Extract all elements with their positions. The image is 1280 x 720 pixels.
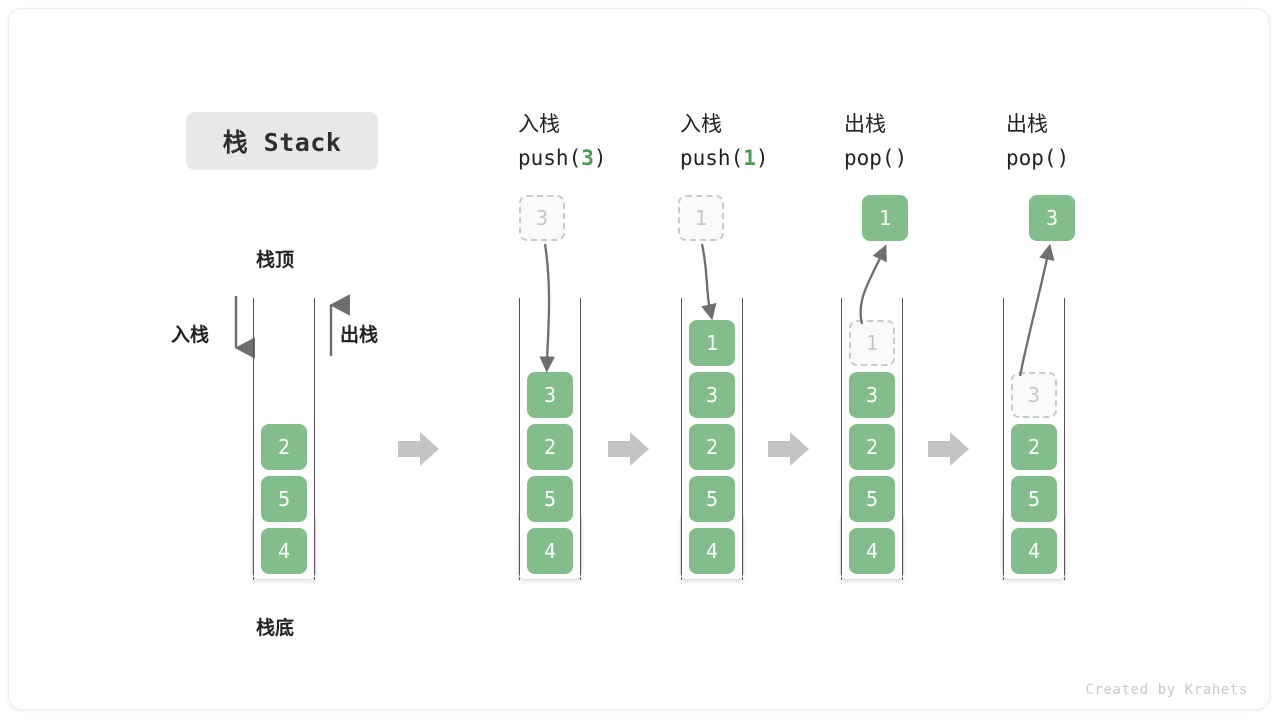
pop-direction-arrow-icon <box>329 294 350 356</box>
cell-push1-3: 5 <box>689 476 735 522</box>
cell-pop2-2: 5 <box>1011 476 1057 522</box>
cell-pop1-1: 3 <box>849 372 895 418</box>
floating-cell-pop2: 3 <box>1029 195 1075 241</box>
push-direction-arrow-icon <box>234 296 256 359</box>
column-header-push3-cn: 入栈 <box>518 112 560 136</box>
cell-push1-2: 2 <box>689 424 735 470</box>
floating-cell-pop1: 1 <box>862 195 908 241</box>
cell-push1-0: 1 <box>689 320 735 366</box>
column-header-push3-arg: 3 <box>581 146 594 170</box>
diagram-title-chip: 栈 Stack <box>186 112 378 170</box>
column-header-push3-code-post: ) <box>593 146 607 170</box>
flow-arrow-1-icon <box>398 432 439 466</box>
diagram-title-text: 栈 Stack <box>222 128 342 157</box>
cell-pop1-2: 2 <box>849 424 895 470</box>
floating-cell-push3: 3 <box>519 195 565 241</box>
cell-pop2-3: 4 <box>1011 528 1057 574</box>
cell-push1-4: 4 <box>689 528 735 574</box>
cell-pop2-1: 2 <box>1011 424 1057 470</box>
cell-pop2-0: 3 <box>1011 372 1057 418</box>
cell-push1-1: 3 <box>689 372 735 418</box>
column-header-push3-code-pre: push( <box>518 146 582 170</box>
arrow-push3-icon <box>539 243 555 373</box>
column-header-push1-cn: 入栈 <box>680 112 722 136</box>
cell-initial-0: 2 <box>261 424 307 470</box>
cell-push3-1: 2 <box>527 424 573 470</box>
column-header-push1: 入栈 push(1) <box>680 107 769 175</box>
floating-cell-push1: 1 <box>678 195 724 241</box>
cell-push3-3: 4 <box>527 528 573 574</box>
cell-push3-2: 5 <box>527 476 573 522</box>
cell-initial-2: 4 <box>261 528 307 574</box>
column-header-pop2-code-post: ) <box>1056 146 1070 170</box>
column-header-pop1: 出栈 pop() <box>844 107 907 175</box>
watermark-text: Created by Krahets <box>1085 682 1248 698</box>
cell-pop1-3: 5 <box>849 476 895 522</box>
cell-pop1-4: 4 <box>849 528 895 574</box>
cell-pop1-0: 1 <box>849 320 895 366</box>
column-header-pop2-cn: 出栈 <box>1006 112 1048 136</box>
label-stack-top: 栈顶 <box>256 249 295 271</box>
arrow-pop2-icon <box>1018 243 1055 377</box>
column-header-pop1-code-pre: pop( <box>844 146 895 170</box>
cell-push3-0: 3 <box>527 372 573 418</box>
label-push-direction: 入栈 <box>171 324 210 346</box>
column-header-push1-code-pre: push( <box>680 146 744 170</box>
label-stack-bottom: 栈底 <box>256 617 295 639</box>
column-header-pop1-cn: 出栈 <box>844 112 886 136</box>
flow-arrow-4-icon <box>928 432 969 466</box>
cell-initial-1: 5 <box>261 476 307 522</box>
flow-arrow-3-icon <box>768 432 809 466</box>
flow-arrow-2-icon <box>608 432 649 466</box>
arrow-push1-icon <box>700 243 717 321</box>
label-pop-direction: 出栈 <box>340 324 379 346</box>
column-header-push1-code-post: ) <box>755 146 769 170</box>
arrow-pop1-icon <box>859 244 887 325</box>
column-header-push3: 入栈 push(3) <box>518 107 607 175</box>
column-header-pop1-code-post: ) <box>894 146 908 170</box>
column-header-push1-arg: 1 <box>743 146 756 170</box>
column-header-pop2-code-pre: pop( <box>1006 146 1057 170</box>
column-header-pop2: 出栈 pop() <box>1006 107 1069 175</box>
